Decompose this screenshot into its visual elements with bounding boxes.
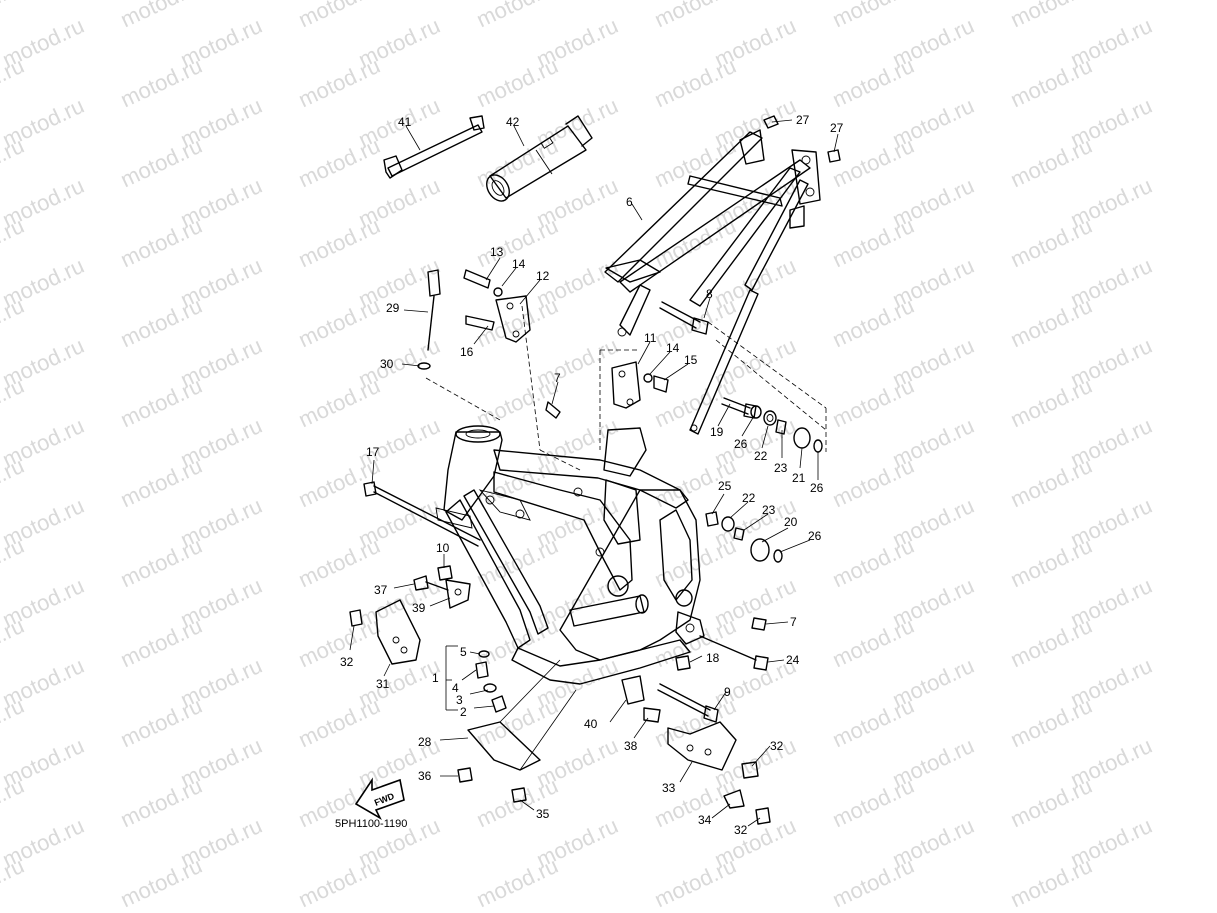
callout: 3	[456, 693, 463, 707]
callout: 39	[412, 601, 426, 615]
callout: 21	[792, 471, 806, 485]
callout: 26	[810, 481, 824, 495]
callout: 23	[762, 503, 776, 517]
callout: 9	[724, 685, 731, 699]
callout: 31	[376, 677, 390, 691]
engine-mount-bracket-12	[463, 269, 531, 343]
callout: 2	[460, 705, 467, 719]
frame-bolts-7-18-24	[675, 617, 769, 671]
callout: 25	[718, 479, 732, 493]
callout: 6	[626, 195, 633, 209]
callout: 32	[770, 739, 784, 753]
callout: 37	[374, 583, 388, 597]
callout: 19	[710, 425, 724, 439]
callout: 17	[366, 445, 380, 459]
callout-labels: 41 42 27 27 6 13 14 12 29 16 8 30 11 14 …	[340, 113, 844, 837]
callout: 32	[734, 823, 748, 837]
skid-plate-28	[457, 659, 577, 803]
callout: 22	[754, 449, 768, 463]
bolt-7	[545, 401, 561, 419]
callout: 13	[490, 245, 504, 259]
callout: 20	[784, 515, 798, 529]
callout: 33	[662, 781, 676, 795]
wrench-tool-41	[383, 115, 485, 179]
engine-mount-bracket-11	[611, 361, 669, 409]
frame-guard-33	[667, 721, 771, 825]
callout: 10	[436, 541, 450, 555]
callout: 15	[684, 353, 698, 367]
callout: 12	[536, 269, 550, 283]
callout: 27	[830, 121, 844, 135]
callout: 8	[706, 287, 713, 301]
socket-tool-42	[486, 115, 593, 202]
callout: 35	[536, 807, 550, 821]
callout: 32	[340, 655, 354, 669]
callout: 42	[506, 115, 520, 129]
callout: 26	[808, 529, 822, 543]
callout: 5	[460, 645, 467, 659]
callout: 40	[584, 717, 598, 731]
callout: 14	[512, 257, 526, 271]
frame-guard-31	[349, 599, 421, 665]
callout: 23	[774, 461, 788, 475]
callout: 14	[666, 341, 680, 355]
callout: 30	[380, 357, 394, 371]
callout: 38	[624, 739, 638, 753]
bolt-17	[363, 481, 481, 547]
bracket-40	[621, 675, 719, 723]
bolt-8	[659, 301, 709, 335]
callout: 27	[796, 113, 810, 127]
diagram-code: 5PH1100-1190	[335, 818, 408, 830]
fwd-arrow-icon: FWD	[354, 777, 405, 821]
callout: 36	[418, 769, 432, 783]
callout: 7	[790, 615, 797, 629]
callout: 18	[706, 651, 720, 665]
clip-hardware-2-5	[475, 650, 507, 713]
callout: 11	[644, 331, 657, 345]
callout: 29	[386, 301, 400, 315]
callout: 4	[452, 681, 459, 695]
main-frame	[425, 305, 705, 685]
callout: 22	[742, 491, 756, 505]
callout: 16	[460, 345, 474, 359]
leader-lines	[349, 119, 839, 827]
callout: 41	[398, 115, 412, 129]
callout: 26	[734, 437, 748, 451]
callout: 28	[418, 735, 432, 749]
callout: 34	[698, 813, 712, 827]
rear-subframe-6	[604, 129, 821, 435]
callout: 1	[432, 671, 439, 685]
callout: 7	[554, 371, 561, 385]
sensor-29	[417, 269, 441, 370]
callout: 24	[786, 653, 800, 667]
